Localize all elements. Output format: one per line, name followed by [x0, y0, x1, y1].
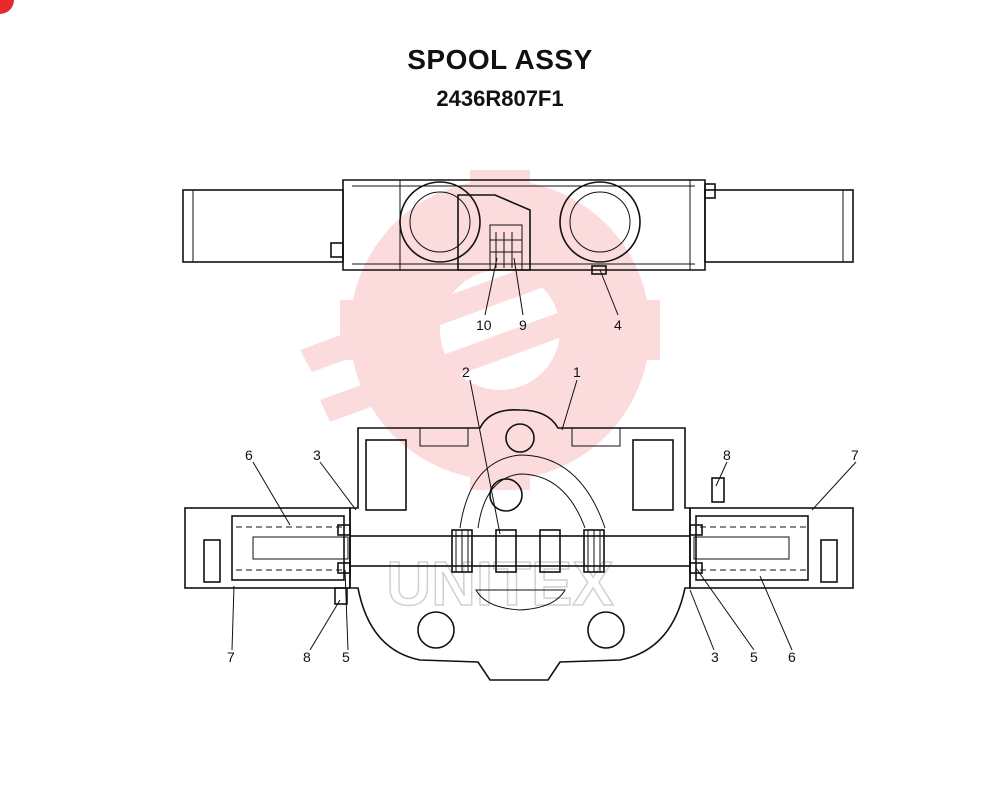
callout-5-right: 5 [750, 649, 758, 665]
callout-8-left: 8 [303, 649, 311, 665]
watermark-wrench [300, 240, 612, 372]
watermark-gear [350, 180, 650, 480]
top-view [182, 179, 854, 275]
section-callouts: 2 1 6 3 8 7 7 8 5 3 5 6 [227, 364, 859, 665]
callout-6-right: 6 [788, 649, 796, 665]
callout-1: 1 [573, 364, 581, 380]
page-title: SPOOL ASSY [407, 44, 593, 75]
callout-8-right: 8 [723, 447, 731, 463]
callout-5-left: 5 [342, 649, 350, 665]
part-number: 2436R807F1 [436, 86, 564, 111]
callout-4: 4 [614, 317, 622, 333]
callout-7-left: 7 [227, 649, 235, 665]
watermark-logo [300, 170, 660, 490]
top-callouts: 10 9 4 [476, 257, 622, 333]
callout-2: 2 [462, 364, 470, 380]
callout-10: 10 [476, 317, 492, 333]
callout-9: 9 [519, 317, 527, 333]
callout-3-left: 3 [313, 447, 321, 463]
callout-3-right: 3 [711, 649, 719, 665]
watermark-text: UNITEX [386, 550, 613, 619]
section-view [184, 409, 854, 681]
callout-7-right: 7 [851, 447, 859, 463]
callout-6-left: 6 [245, 447, 253, 463]
